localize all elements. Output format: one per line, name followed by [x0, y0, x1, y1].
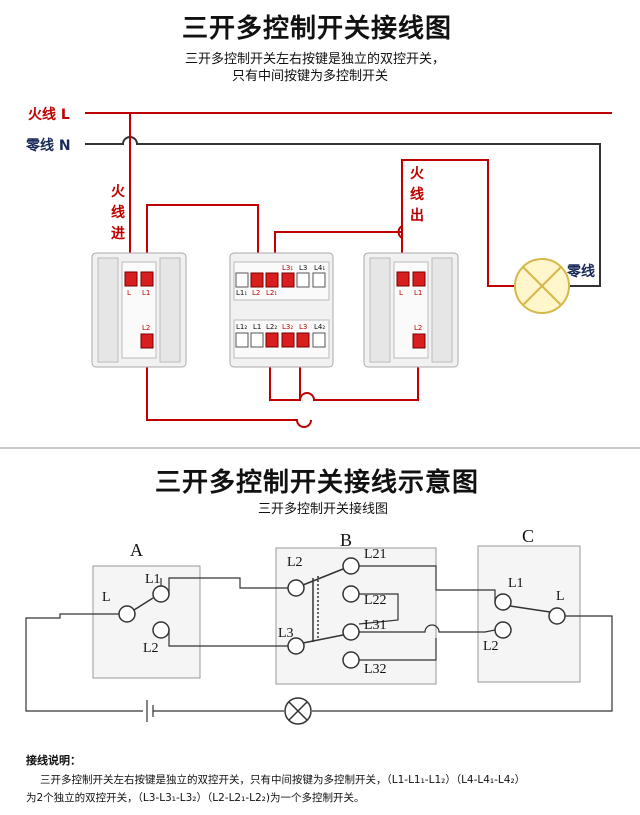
s2-bot-6: L4₂ [314, 323, 326, 331]
box-a-label: A [130, 540, 143, 560]
lamp-neutral-label: 零线 [567, 264, 595, 280]
box-c-label: C [522, 526, 535, 546]
schematic-panel: 三开多控制开关接线示意图 三开多控制开关接线图 [0, 448, 640, 815]
s2-top-sub-3: L2₁ [266, 289, 278, 297]
top-subtitle-line2: 只有中间按键为多控制开关 [232, 69, 389, 84]
b-label-l31: L31 [364, 618, 387, 633]
s2-top-sub-5: L3 [299, 264, 308, 272]
s2-bot-5: L3 [299, 323, 308, 331]
b-label-l2: L2 [287, 555, 303, 570]
s2-top-sub-4: L3₁ [282, 264, 294, 272]
live-in-char-3: 进 [111, 226, 125, 242]
bottom-subtitle: 三开多控制开关接线图 [258, 502, 389, 517]
notes-line-1: 三开多控制开关左右按键是独立的双控开关，只有中间按键为多控制开关，（L1-L1₁… [40, 774, 526, 786]
s2-top-sub-2: L2 [252, 289, 261, 297]
notes-line-2: 为2个独立的双控开关，（L3-L3₁-L3₂）（L2-L2₁-L2₂)为一个多控… [26, 792, 365, 804]
s2-bot-4: L3₂ [282, 323, 294, 331]
box-b-label: B [340, 530, 353, 550]
c-label-l: L [556, 589, 565, 604]
box-c [477, 545, 581, 683]
s2-bot-1: L1₂ [236, 323, 248, 331]
wire-s1-l2-to-s2 [146, 340, 312, 428]
live-out-char-3: 出 [410, 208, 424, 224]
s1-term-l: L [127, 289, 131, 297]
s2-top-sub-6: L4₁ [314, 264, 326, 272]
schematic-lamp-icon [284, 697, 312, 725]
box-a [92, 565, 201, 679]
s2-bot-3: L2₂ [266, 323, 278, 331]
wire-s2-cross-b [269, 267, 419, 401]
b-label-l3: L3 [278, 626, 294, 641]
s1-term-l1: L1 [142, 289, 151, 297]
s3-term-l2: L2 [414, 324, 423, 332]
switch-2 [229, 252, 334, 368]
a-label-l2: L2 [143, 641, 159, 656]
top-wiring-svg [85, 112, 612, 428]
live-out-wire [401, 159, 515, 287]
live-out-char-1: 火 [410, 166, 424, 182]
s3-term-l: L [399, 289, 403, 297]
live-in-char-1: 火 [111, 184, 125, 200]
s3-term-l1: L1 [414, 289, 423, 297]
live-label: 火线 L [28, 107, 70, 123]
neutral-wire [85, 136, 601, 287]
c-label-l1: L1 [508, 576, 524, 591]
c-label-l2: L2 [483, 639, 499, 654]
switch-3 [363, 252, 459, 368]
s1-term-l2: L2 [142, 324, 151, 332]
top-subtitle-line1: 三开多控制开关左右按键是独立的双控开关， [185, 52, 446, 67]
top-title: 三开多控制开关接线图 [182, 14, 453, 44]
b-label-l32: L32 [364, 662, 387, 677]
wire-s1-l1-to-s2 [146, 204, 259, 268]
b-label-l21: L21 [364, 547, 387, 562]
live-out-char-2: 线 [410, 187, 424, 203]
neutral-label: 零线 N [26, 138, 71, 154]
wiring-photo-panel: 三开多控制开关接线图 三开多控制开关左右按键是独立的双控开关， 只有中间按键为多… [26, 14, 612, 428]
notes-title: 接线说明： [26, 754, 81, 767]
b-label-l22: L22 [364, 593, 387, 608]
bottom-title: 三开多控制开关接线示意图 [155, 468, 480, 498]
live-in-char-2: 线 [111, 205, 125, 221]
a-label-l1: L1 [145, 572, 161, 587]
schematic-svg [25, 545, 613, 725]
s2-top-sub-1: L1₁ [236, 289, 248, 297]
switch-1 [91, 252, 187, 368]
panel-divider [0, 447, 640, 449]
a-label-l: L [102, 590, 111, 605]
s2-bot-2: L1 [253, 323, 262, 331]
lamp-icon [514, 258, 570, 314]
